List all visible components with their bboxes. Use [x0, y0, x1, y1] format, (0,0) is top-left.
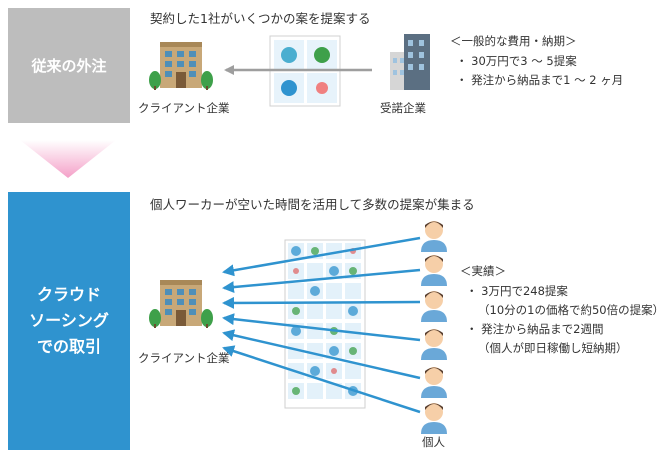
- design-proposals-icon: [284, 239, 366, 409]
- old-outsourcing-label: 従来の外注: [8, 8, 130, 123]
- crowdsourcing-label: クラウド ソーシング での取引: [8, 192, 130, 450]
- old-note-title: ＜一般的な費用・納期＞: [450, 34, 577, 48]
- new-section-heading: 個人ワーカーが空いた時間を活用して多数の提案が集まる: [150, 197, 475, 212]
- office-building-icon: [149, 42, 213, 90]
- old-note-line-2: ・ 発注から納品まで1 ～ 2 ヶ月: [456, 73, 624, 87]
- old-section-heading: 契約した1社がいくつかの案を提案する: [150, 11, 371, 26]
- new-client-caption: クライアント企業: [138, 351, 230, 365]
- tall-office-building-icon: [390, 34, 430, 90]
- old-client-caption: クライアント企業: [138, 101, 230, 115]
- person-icon: [421, 221, 447, 434]
- new-note-line-1: ・ 3万円で248提案: [466, 284, 568, 298]
- transition-arrow: [20, 140, 116, 178]
- new-flow-arrows: [222, 236, 421, 414]
- new-note-title: ＜実績＞: [460, 264, 506, 278]
- new-note-line-2: （10分の1の価格で約50倍の提案）: [478, 303, 661, 317]
- new-note-line-3: ・ 発注から納品まで2週間: [466, 322, 604, 336]
- office-building-icon: [149, 280, 213, 328]
- individual-caption: 個人: [422, 435, 445, 449]
- old-note-line-1: ・ 30万円で3 ～ 5提案: [456, 54, 577, 68]
- contractor-caption: 受諾企業: [380, 101, 426, 115]
- new-note-line-4: （個人が即日稼働し短納期）: [478, 341, 628, 355]
